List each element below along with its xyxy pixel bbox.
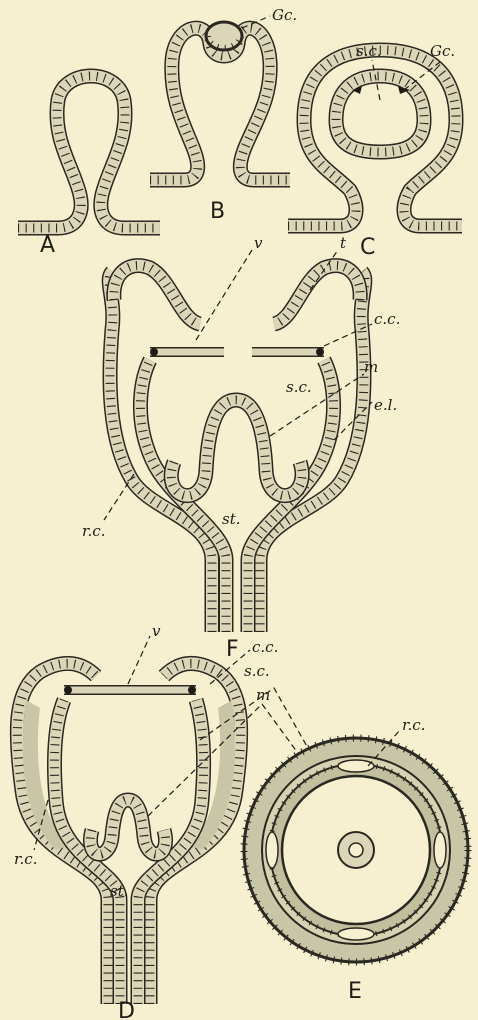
leader-m-f	[270, 374, 364, 436]
label-cc-f: c.c.	[374, 310, 400, 328]
label-sc-de: s.c.	[244, 662, 270, 680]
leader-v-f	[196, 250, 252, 340]
panel-f-caption: F	[226, 637, 239, 662]
label-m-f: m	[364, 358, 378, 376]
panel-d-caption: D	[118, 999, 135, 1020]
label-el-f: e.l.	[374, 396, 397, 414]
label-rc-d: r.c.	[14, 850, 37, 868]
panel-b-caption: B	[210, 199, 225, 224]
label-v-d: v	[152, 622, 161, 640]
panel-e-caption: E	[348, 979, 362, 1004]
label-v-f: v	[254, 234, 263, 252]
label-rc-e: r.c.	[402, 716, 425, 734]
panel-a-caption: A	[40, 233, 55, 258]
label-sc-f: s.c.	[286, 378, 312, 396]
label-sc-c: s.c.	[356, 42, 382, 60]
label-rc-f: r.c.	[82, 522, 105, 540]
label-cc-d: c.c.	[252, 638, 278, 656]
label-st-d: st.	[110, 882, 129, 900]
panel-d-diagram	[17, 663, 240, 1004]
panel-f-diagram	[109, 266, 365, 632]
panel-c-caption: C	[360, 235, 375, 260]
panel-a-diagram	[18, 76, 160, 228]
label-st-f: st.	[222, 510, 241, 528]
label-t-f: t	[340, 234, 347, 252]
panel-e-diagram	[244, 738, 468, 962]
label-gc-b: Gc.	[272, 6, 297, 24]
panel-b-diagram	[150, 22, 290, 180]
leader-v-d	[128, 636, 150, 684]
label-m-de: m	[256, 686, 270, 704]
label-gc-c: Gc.	[430, 42, 455, 60]
